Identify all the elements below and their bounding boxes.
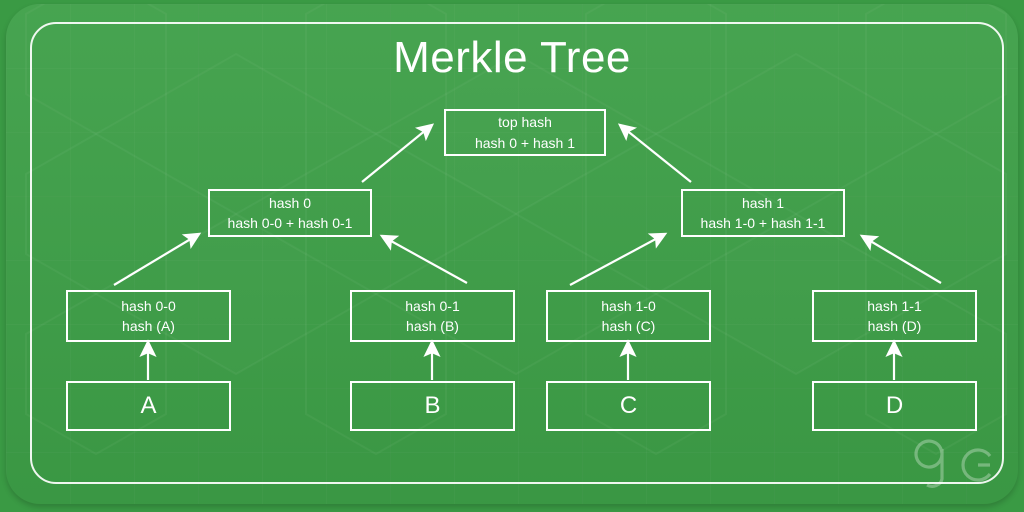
node-hash-0-1-line2: hash (B) [406,318,459,334]
data-block-b-label: B [424,391,441,419]
node-hash-0-1-line1: hash 0-1 [405,297,460,314]
data-block-a-label: A [140,391,157,419]
node-hash-1-1[interactable]: hash 1-1 hash (D) [812,290,977,342]
node-hash-0-line2: hash 0-0 + hash 0-1 [227,215,353,231]
data-block-d[interactable]: D [812,381,977,431]
data-block-c[interactable]: C [546,381,711,431]
data-block-d-label: D [885,391,904,419]
node-hash-1[interactable]: hash 1 hash 1-0 + hash 1-1 [681,189,845,237]
node-hash-0[interactable]: hash 0 hash 0-0 + hash 0-1 [208,189,372,237]
node-top-hash[interactable]: top hash hash 0 + hash 1 [444,109,606,156]
node-top-hash-line2: hash 0 + hash 1 [474,134,576,151]
data-block-c-label: C [619,391,638,419]
node-hash-0-0-line2: hash (A) [122,318,175,334]
node-top-hash-line1: top hash [498,114,552,131]
node-hash-0-0[interactable]: hash 0-0 hash (A) [66,290,231,342]
node-hash-1-0-line2: hash (C) [601,318,656,334]
node-hash-1-1-line2: hash (D) [867,318,922,334]
node-hash-1-0-line1: hash 1-0 [601,297,656,314]
data-block-b[interactable]: B [350,381,515,431]
data-block-a[interactable]: A [66,381,231,431]
node-hash-0-1[interactable]: hash 0-1 hash (B) [350,290,515,342]
node-hash-1-line1: hash 1 [741,194,785,211]
node-hash-1-1-line1: hash 1-1 [867,297,922,314]
node-hash-1-0[interactable]: hash 1-0 hash (C) [546,290,711,342]
node-hash-1-line2: hash 1-0 + hash 1-1 [700,215,826,231]
node-hash-0-0-line1: hash 0-0 [121,297,176,314]
page-title: Merkle Tree [393,33,631,82]
node-hash-0-line1: hash 0 [268,194,312,211]
